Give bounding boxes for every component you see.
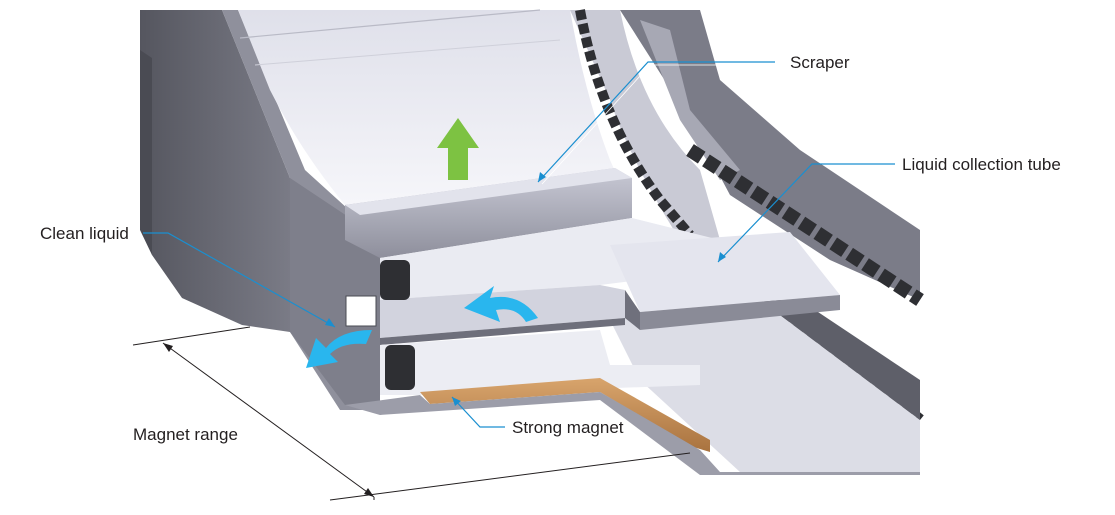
upper-chain-link — [380, 260, 410, 300]
strong-magnet-block — [420, 378, 710, 452]
arrowhead — [325, 318, 335, 327]
collection-tube-leader-line — [717, 163, 895, 263]
strong-magnet-label: Strong magnet — [512, 418, 624, 437]
arrowhead — [364, 488, 374, 497]
scraper-leader-line — [537, 61, 775, 183]
scraper-leader-line-inner — [541, 64, 775, 185]
scraper-bar — [345, 168, 632, 258]
flow-arrow-icon — [306, 330, 372, 368]
lower-chamber-back — [380, 330, 700, 395]
channel-plate — [380, 285, 625, 338]
right-bottom-tray — [610, 300, 920, 472]
arrowhead — [538, 172, 546, 182]
dimension-extension-line — [329, 452, 691, 501]
dimension-extension-line — [132, 326, 251, 346]
right-outer-frame — [620, 10, 920, 300]
collection-tube-top — [610, 232, 840, 312]
collection-tube-front — [640, 295, 840, 330]
clean-liquid-label: Clean liquid — [40, 224, 129, 243]
right-tray-wall — [760, 300, 920, 420]
lower-chain-link — [385, 345, 415, 390]
left-wall-slot — [345, 295, 377, 327]
right-frame-inner — [640, 20, 740, 180]
right-chain-track — [575, 9, 694, 239]
belt-seam — [254, 39, 561, 66]
belt-seam — [239, 9, 541, 39]
channel-plate-edge — [380, 318, 625, 345]
magnet-range-label: Magnet range — [133, 425, 238, 444]
arrowhead — [452, 397, 461, 406]
left-frame-shade — [140, 50, 152, 255]
leader-arrowheads — [325, 172, 726, 406]
scraper-label: Scraper — [790, 53, 850, 72]
collection-tube-side — [625, 290, 640, 330]
arrowhead — [163, 343, 173, 352]
left-outer-frame — [140, 10, 290, 332]
scraper-top — [345, 168, 632, 215]
dimension-line — [162, 342, 375, 498]
lift-arrow-icon — [437, 118, 479, 180]
dimension-arrowheads — [163, 343, 374, 497]
arrowhead — [718, 252, 726, 262]
callout-leaders — [143, 61, 895, 428]
strong-magnet-leader-line — [451, 396, 505, 428]
clean-liquid-leader-line — [143, 232, 336, 328]
flow-arrow-icon — [464, 286, 538, 322]
magnet-range-dimension — [132, 326, 691, 501]
right-chain-guide — [570, 10, 720, 240]
base-plate — [345, 392, 920, 475]
machine-body — [140, 9, 924, 475]
right-chain-run — [686, 144, 924, 306]
liquid-collection-tube-label: Liquid collection tube — [902, 155, 1061, 174]
